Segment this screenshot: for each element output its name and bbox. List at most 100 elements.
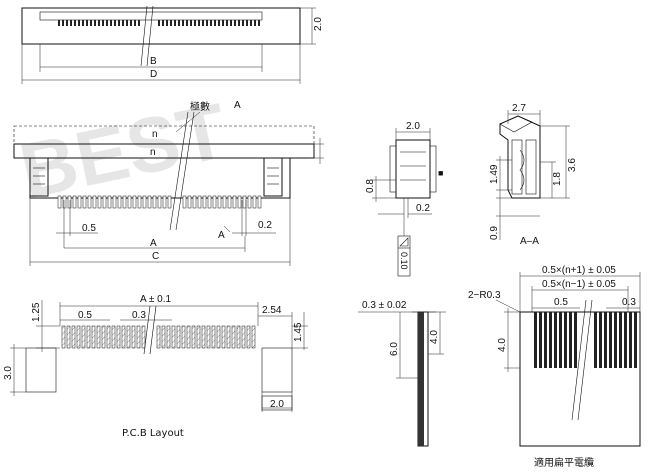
side-t02-label: 0.2 <box>416 203 430 214</box>
front-pin <box>57 195 62 209</box>
fcc-conductor <box>559 312 562 368</box>
pcb-pad <box>211 325 216 349</box>
front-pin-width-label: 0.2 <box>258 220 272 231</box>
top-pin <box>222 20 224 26</box>
pcb-pad <box>91 325 96 349</box>
svg-text:■: ■ <box>438 168 443 178</box>
pcb-w20-label: 2.0 <box>270 399 284 410</box>
pcb-pad <box>66 325 71 349</box>
front-pin <box>187 195 192 209</box>
fcc-side-h40-label: 4.0 <box>429 330 440 344</box>
top-pin <box>66 20 68 26</box>
top-pin <box>102 20 104 26</box>
top-pin <box>182 20 184 26</box>
pcb-pad <box>161 325 166 349</box>
top-pin <box>118 20 120 26</box>
pcb-pad <box>171 325 176 349</box>
fcc-conductor <box>599 312 602 368</box>
top-pin <box>62 20 64 26</box>
front-pin <box>92 195 97 209</box>
pcb-h145-label: 1.45 <box>293 322 304 342</box>
front-pin <box>122 195 127 209</box>
side-view: ■ 2.0 0.8 0.2 0.10 <box>365 121 443 277</box>
fcc-conductor <box>604 312 607 368</box>
fcc-conductor <box>539 312 542 368</box>
pin-count-label: 極數 <box>190 100 210 113</box>
top-pin <box>234 20 236 26</box>
top-pin <box>230 20 232 26</box>
fcc-conductor <box>554 312 557 368</box>
top-pin <box>98 20 100 26</box>
pcb-h30-label: 3.0 <box>3 366 14 380</box>
top-pin <box>138 20 140 26</box>
fcc-w-nm1-label: 0.5×(n−1) ± 0.05 <box>542 279 616 290</box>
section-h149-label: 1.49 <box>489 164 500 184</box>
fcc-conductor <box>614 312 617 368</box>
pcb-pad <box>71 325 76 349</box>
n-top-label: n <box>152 129 158 140</box>
pcb-pad <box>136 325 141 349</box>
pcb-pitch-label: 0.5 <box>78 310 92 321</box>
top-pin <box>58 20 60 26</box>
top-pin <box>130 20 132 26</box>
front-pin <box>257 195 262 209</box>
top-pin <box>250 20 252 26</box>
dim-D-label: D <box>150 69 157 80</box>
top-pin <box>202 20 204 26</box>
top-pin <box>158 20 160 26</box>
pcb-pad <box>201 325 206 349</box>
front-pin <box>212 195 217 209</box>
front-pin <box>67 195 72 209</box>
side-h08-label: 0.8 <box>365 179 376 193</box>
front-dim-C-label: C <box>152 251 159 262</box>
fcc-thick-label: 0.10 <box>399 252 409 270</box>
fcc-conductor <box>564 312 567 368</box>
fcc-conductor <box>629 312 632 368</box>
top-pin <box>82 20 84 26</box>
section-view: 2.7 3.6 1.8 1.49 0.9 A–A <box>489 103 578 247</box>
pcb-pad <box>226 325 231 349</box>
section-w27-label: 2.7 <box>512 103 526 114</box>
top-pin <box>122 20 124 26</box>
pcb-pad <box>76 325 81 349</box>
fcc-conductor <box>569 312 572 368</box>
top-pin <box>86 20 88 26</box>
top-view: 2.0 B D <box>21 5 324 84</box>
top-view-slot <box>39 11 263 21</box>
pcb-pad <box>191 325 196 349</box>
section-b09-label: 0.9 <box>489 226 500 240</box>
front-pin <box>142 195 147 209</box>
top-pin <box>194 20 196 26</box>
fcc-thick-tag <box>397 235 411 277</box>
front-pin <box>137 195 142 209</box>
top-pin <box>206 20 208 26</box>
pcb-pad <box>156 325 161 349</box>
top-pin <box>110 20 112 26</box>
pcb-pad <box>141 325 146 349</box>
top-pin <box>90 20 92 26</box>
pcb-pad <box>61 325 66 349</box>
fcc-side-view: 0.3 ± 0.02 6.0 4.0 <box>358 300 446 447</box>
top-pin <box>186 20 188 26</box>
front-dim-A-label: A <box>150 238 157 249</box>
front-pin <box>227 195 232 209</box>
top-pin <box>70 20 72 26</box>
side-body <box>395 139 431 199</box>
fcc-conductor <box>534 312 537 368</box>
fcc-conductor-row <box>534 312 637 368</box>
arrow-A-label: A <box>218 230 225 241</box>
fcc-cond-w-label: 0.3 <box>622 297 636 308</box>
front-pin <box>242 195 247 209</box>
top-pin <box>78 20 80 26</box>
fcc-conductor <box>544 312 547 368</box>
top-pin <box>198 20 200 26</box>
fcc-conductor <box>549 312 552 368</box>
pcb-pad <box>216 325 221 349</box>
front-pin <box>247 195 252 209</box>
front-pin <box>197 195 202 209</box>
front-pin <box>77 195 82 209</box>
front-pin <box>157 195 162 209</box>
fcc-conductor <box>619 312 622 368</box>
top-pin <box>238 20 240 26</box>
